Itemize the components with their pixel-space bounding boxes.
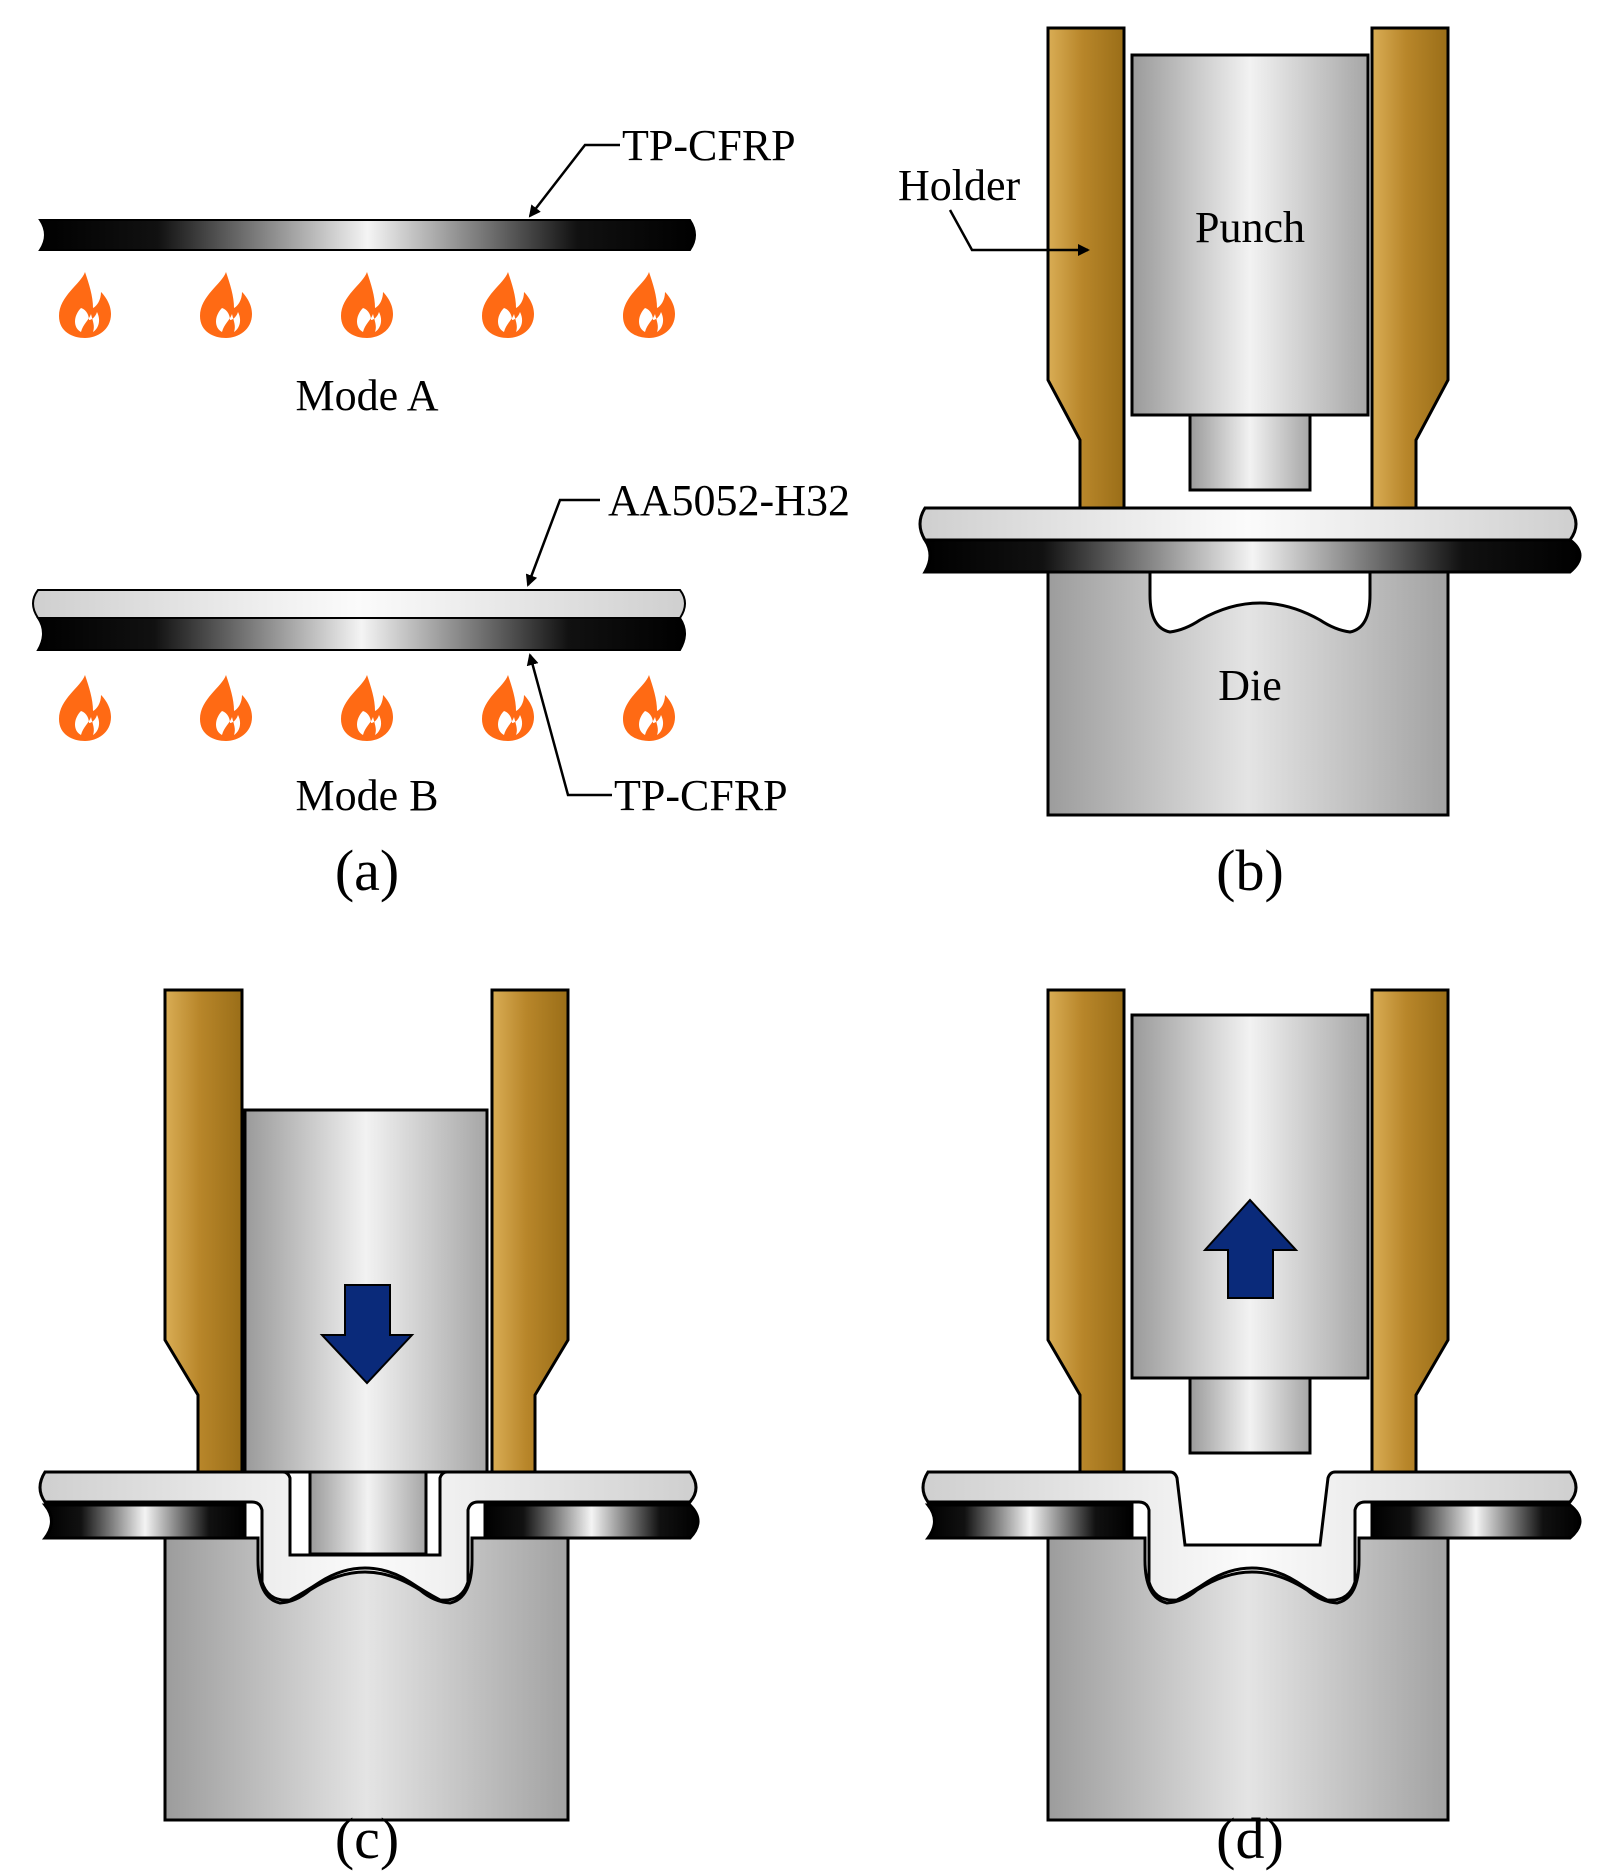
flame-icon bbox=[341, 675, 393, 741]
flame-icon bbox=[482, 675, 534, 741]
cfrp-sheet-c bbox=[41, 1503, 247, 1540]
cfrp-sheet-mode-a bbox=[38, 219, 696, 251]
punch-body-d bbox=[1130, 1013, 1370, 1380]
die-c bbox=[163, 1536, 570, 1822]
label-mode-a: Mode A bbox=[296, 371, 439, 420]
die bbox=[1046, 548, 1450, 817]
label-mode-b: Mode B bbox=[296, 771, 439, 820]
label-die: Die bbox=[1218, 661, 1282, 710]
holder-left-d bbox=[1046, 988, 1126, 1474]
flame-icon bbox=[200, 272, 252, 338]
caption-c: (c) bbox=[335, 1806, 399, 1871]
punch-tip-c bbox=[308, 1470, 428, 1556]
caption-a: (a) bbox=[335, 838, 399, 903]
panel-a: TP-CFRP Mode A AA5052-H32 TP-CFRP Mode B… bbox=[32, 121, 850, 903]
flame-icon bbox=[482, 272, 534, 338]
holder-left-c bbox=[163, 988, 244, 1474]
holder-right-b bbox=[1370, 26, 1450, 510]
flame-icon bbox=[623, 272, 675, 338]
flame-icon bbox=[623, 675, 675, 741]
leader-tp-cfrp-mode-a bbox=[528, 143, 620, 218]
cfrp-sheet-d bbox=[924, 1503, 1134, 1540]
punch-tip-b bbox=[1188, 413, 1312, 492]
cfrp-sheet-c-right bbox=[483, 1503, 700, 1540]
holder-right-c bbox=[490, 988, 570, 1474]
flame-icon bbox=[59, 272, 111, 338]
caption-d: (d) bbox=[1216, 1806, 1284, 1871]
flame-icon bbox=[200, 675, 252, 741]
arrow-up-icon bbox=[1202, 1198, 1299, 1299]
holder-right-d bbox=[1370, 988, 1450, 1474]
panel-d: (d) bbox=[921, 988, 1582, 1871]
flames-mode-a bbox=[59, 272, 675, 338]
label-aa5052-h32: AA5052-H32 bbox=[608, 476, 850, 525]
punch-tip-d bbox=[1188, 1376, 1312, 1455]
caption-b: (b) bbox=[1216, 838, 1284, 903]
flame-icon bbox=[59, 675, 111, 741]
panel-c: (c) bbox=[38, 988, 700, 1871]
flames-mode-b bbox=[59, 675, 675, 741]
aluminum-sheet-b bbox=[918, 506, 1578, 542]
leader-aa5052 bbox=[525, 498, 600, 587]
cfrp-sheet-mode-b bbox=[36, 617, 686, 651]
cfrp-sheet-b bbox=[922, 538, 1582, 574]
arrow-down-icon bbox=[319, 1284, 415, 1385]
label-tp-cfrp-mode-a: TP-CFRP bbox=[622, 121, 796, 170]
holder-left-b bbox=[1046, 26, 1126, 510]
punch-body-b bbox=[1130, 53, 1370, 417]
cfrp-sheet-d-right bbox=[1370, 1503, 1582, 1540]
flame-icon bbox=[341, 272, 393, 338]
label-tp-cfrp-mode-b: TP-CFRP bbox=[614, 771, 788, 820]
label-holder: Holder bbox=[898, 161, 1021, 210]
label-punch: Punch bbox=[1195, 203, 1305, 252]
leader-holder bbox=[948, 209, 1090, 256]
leader-tp-cfrp-mode-b bbox=[526, 653, 612, 797]
aluminum-sheet-mode-b bbox=[32, 589, 686, 619]
panel-b: Die Punch Holder (b) bbox=[898, 26, 1582, 903]
die-d bbox=[1046, 1536, 1450, 1822]
aluminum-sheet-d bbox=[921, 1470, 1578, 1602]
